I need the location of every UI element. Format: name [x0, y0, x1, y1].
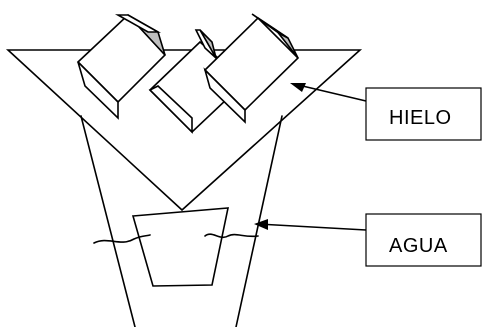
ice-cube	[76, 13, 167, 120]
arrow-water-head	[254, 219, 268, 230]
arrows	[254, 83, 367, 231]
ice-cubes	[76, 13, 300, 134]
cup-outline	[131, 207, 230, 287]
funnel-stem-left	[80, 115, 136, 327]
water-surface	[204, 233, 259, 239]
water-surface	[93, 234, 151, 244]
funnel-stem-right	[235, 115, 283, 327]
label-agua: AGUA	[365, 213, 482, 267]
arrow-ice-head	[290, 83, 306, 92]
funnel-cone	[5, 49, 363, 212]
ice-cube	[203, 13, 300, 124]
water-cup	[93, 207, 259, 287]
label-hielo-text: HIELO	[389, 107, 452, 129]
funnel	[5, 49, 363, 327]
arrow-ice	[293, 83, 367, 102]
label-hielo: HIELO	[365, 87, 482, 141]
label-agua-text: AGUA	[389, 235, 448, 257]
arrow-water	[257, 223, 367, 231]
